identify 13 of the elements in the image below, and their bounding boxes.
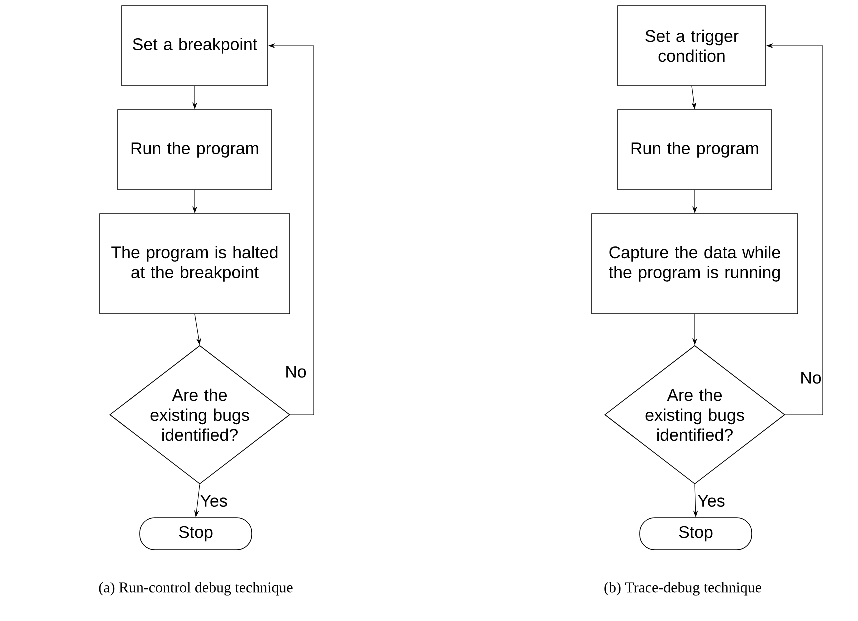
process-box: The program is halted at the breakpoint xyxy=(100,214,290,314)
process-box: Capture the data while the program is running xyxy=(592,214,798,314)
process-box: Run the program xyxy=(618,110,772,190)
edge-label: Yes xyxy=(698,495,725,508)
edge-label: Yes xyxy=(200,495,228,508)
edge-label: No xyxy=(802,372,822,384)
subfigure-caption: (a) Run-control debug technique xyxy=(99,582,293,596)
terminal-box: Stop xyxy=(640,518,752,550)
terminal-box: Stop xyxy=(140,518,252,550)
process-box: Set a breakpoint xyxy=(122,6,268,86)
process-box: Run the program xyxy=(118,110,272,190)
subfigure-caption: (b) Trace-debug technique xyxy=(604,582,762,596)
process-box: Set a trigger condition xyxy=(618,6,766,86)
